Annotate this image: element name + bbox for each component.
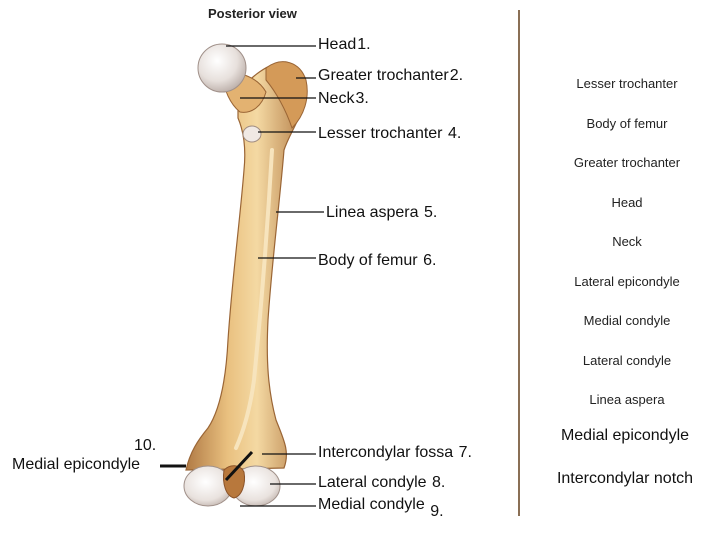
lesser-trochanter-shape xyxy=(242,125,262,143)
label-medial-epicondyle-num: 10. xyxy=(134,437,157,454)
label-lesser-trochanter: Lesser trochanter 4. xyxy=(318,125,461,143)
label-body-of-femur-num: 6. xyxy=(423,252,437,269)
label-lateral-condyle-num: 8. xyxy=(431,474,446,491)
label-medial-condyle-num: 9. xyxy=(430,503,444,520)
diagram-title: Posterior view xyxy=(208,6,297,21)
label-lesser-trochanter-text: Lesser trochanter xyxy=(318,125,443,142)
label-head: Head1. xyxy=(318,36,371,54)
label-intercondylar-fossa-text: Intercondylar fossa xyxy=(318,444,454,461)
label-body-of-femur: Body of femur 6. xyxy=(318,252,436,270)
label-medial-condyle: Medial condyle 9. xyxy=(318,496,444,520)
intercondylar-fossa-shape xyxy=(223,465,245,499)
femur-head-shape xyxy=(197,43,247,93)
word-bank-item: Body of femur xyxy=(586,116,668,131)
label-head-num: 1. xyxy=(357,36,371,53)
label-medial-epicondyle-text: Medial epicondyle xyxy=(12,456,141,473)
label-linea-aspera-text: Linea aspera xyxy=(326,204,419,221)
label-intercondylar-fossa: Intercondylar fossa 7. xyxy=(318,444,472,462)
label-greater-trochanter-text: Greater trochanter xyxy=(318,67,449,84)
label-medial-condyle-text: Medial condyle xyxy=(318,496,425,513)
label-lateral-condyle-text: Lateral condyle xyxy=(318,474,427,491)
linea-aspera-ridge xyxy=(234,148,274,450)
word-bank-item: Linea aspera xyxy=(589,392,665,407)
label-neck-text: Neck xyxy=(318,90,355,107)
leader-fossa-arrow xyxy=(224,450,254,482)
word-bank-item: Intercondylar notch xyxy=(556,470,694,487)
label-neck-num: 3. xyxy=(355,90,369,107)
word-bank-item: Medial epicondyle xyxy=(560,427,690,444)
label-intercondylar-fossa-num: 7. xyxy=(458,444,472,461)
word-bank-item: Greater trochanter xyxy=(573,155,681,170)
word-bank-item: Lesser trochanter xyxy=(576,76,678,91)
label-head-text: Head xyxy=(318,36,357,53)
label-body-of-femur-text: Body of femur xyxy=(318,252,418,269)
word-bank-item: Lateral condyle xyxy=(582,353,672,368)
label-linea-aspera-num: 5. xyxy=(423,204,438,221)
word-bank-item: Neck xyxy=(612,234,642,249)
label-lesser-trochanter-num: 4. xyxy=(447,125,462,142)
word-bank-item: Lateral epicondyle xyxy=(574,274,680,289)
label-lateral-condyle: Lateral condyle 8. xyxy=(318,474,445,492)
word-bank-item: Head xyxy=(611,195,643,210)
label-linea-aspera: Linea aspera 5. xyxy=(326,204,437,222)
column-divider xyxy=(518,10,520,516)
femur-illustration xyxy=(183,43,308,507)
label-greater-trochanter: Greater trochanter2. xyxy=(318,67,463,85)
leader-lines xyxy=(160,45,324,507)
label-greater-trochanter-num: 2. xyxy=(449,67,464,84)
word-bank-item: Medial condyle xyxy=(583,313,671,328)
label-neck: Neck3. xyxy=(318,90,369,108)
